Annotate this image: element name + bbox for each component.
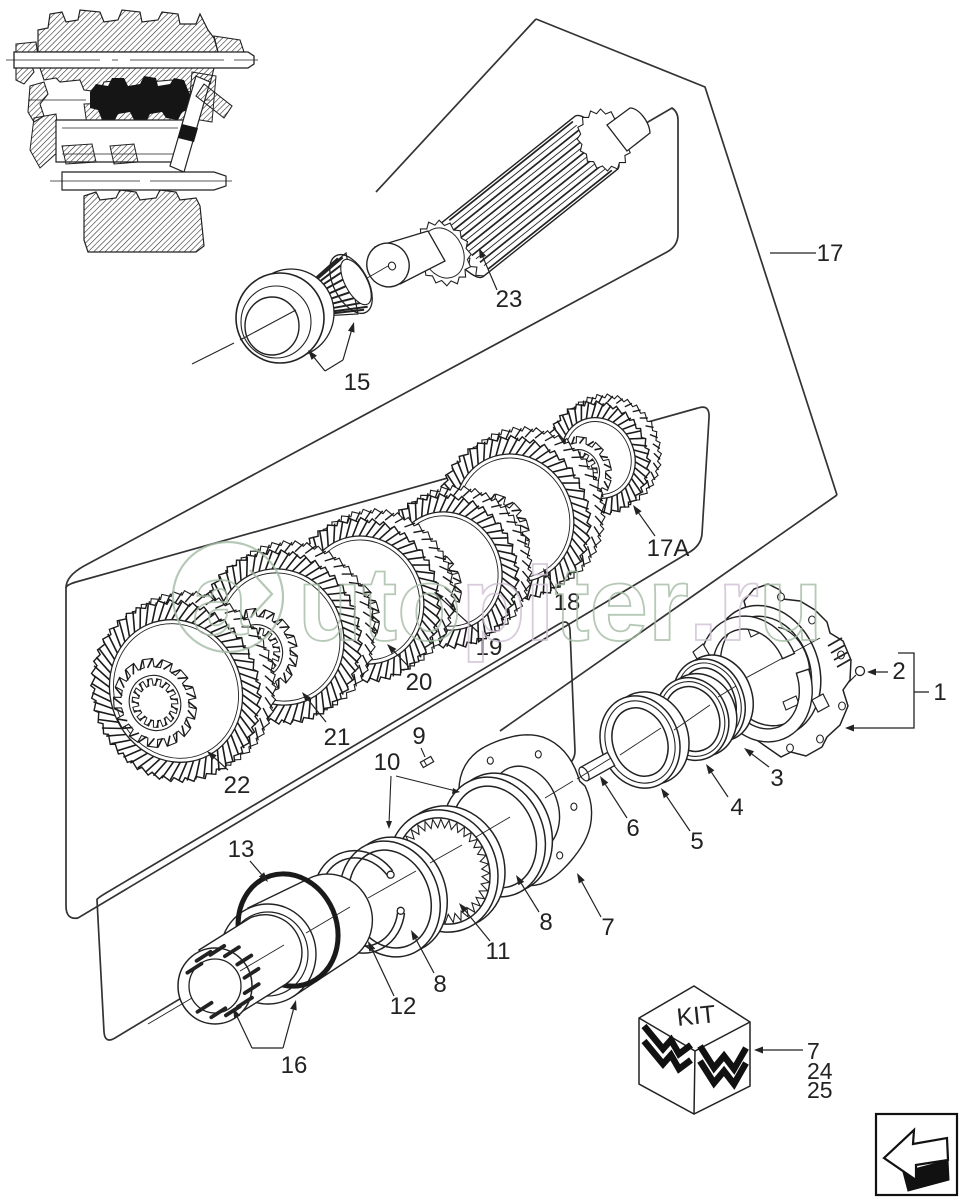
- svg-text:8: 8: [433, 971, 446, 998]
- svg-text:20: 20: [406, 669, 433, 696]
- svg-text:10: 10: [374, 749, 401, 776]
- svg-text:5: 5: [690, 828, 703, 855]
- svg-text:2: 2: [892, 658, 905, 685]
- svg-text:8: 8: [539, 909, 552, 936]
- svg-text:o: o: [397, 546, 461, 663]
- svg-text:15: 15: [344, 369, 371, 396]
- svg-text:9: 9: [412, 723, 425, 750]
- svg-text:25: 25: [807, 1077, 833, 1103]
- svg-text:4: 4: [730, 794, 743, 821]
- svg-text:1: 1: [933, 679, 946, 706]
- svg-text:r: r: [718, 546, 759, 663]
- svg-text:21: 21: [324, 724, 351, 751]
- svg-text:r: r: [648, 546, 689, 663]
- svg-text:e: e: [590, 546, 648, 663]
- svg-text:i: i: [525, 546, 554, 663]
- svg-text:19: 19: [476, 634, 503, 661]
- svg-text:16: 16: [281, 1052, 308, 1079]
- svg-text:u: u: [298, 546, 362, 663]
- svg-text:6: 6: [626, 815, 639, 842]
- svg-text:.: .: [689, 546, 718, 663]
- svg-text:12: 12: [390, 993, 417, 1020]
- svg-text:23: 23: [496, 286, 523, 313]
- svg-text:t: t: [362, 546, 397, 663]
- svg-text:a: a: [192, 544, 249, 656]
- svg-text:17: 17: [817, 240, 844, 267]
- svg-text:7: 7: [601, 914, 614, 941]
- svg-text:KIT: KIT: [675, 1000, 717, 1032]
- svg-text:22: 22: [224, 772, 251, 799]
- svg-text:p: p: [461, 546, 525, 663]
- svg-text:11: 11: [486, 938, 511, 965]
- svg-text:24: 24: [807, 1058, 833, 1084]
- svg-text:7: 7: [807, 1038, 820, 1064]
- svg-text:u: u: [759, 546, 823, 663]
- svg-text:18: 18: [554, 589, 581, 616]
- svg-text:17A: 17A: [647, 535, 690, 562]
- svg-text:t: t: [555, 546, 590, 663]
- svg-text:13: 13: [228, 836, 255, 863]
- svg-text:3: 3: [770, 765, 783, 792]
